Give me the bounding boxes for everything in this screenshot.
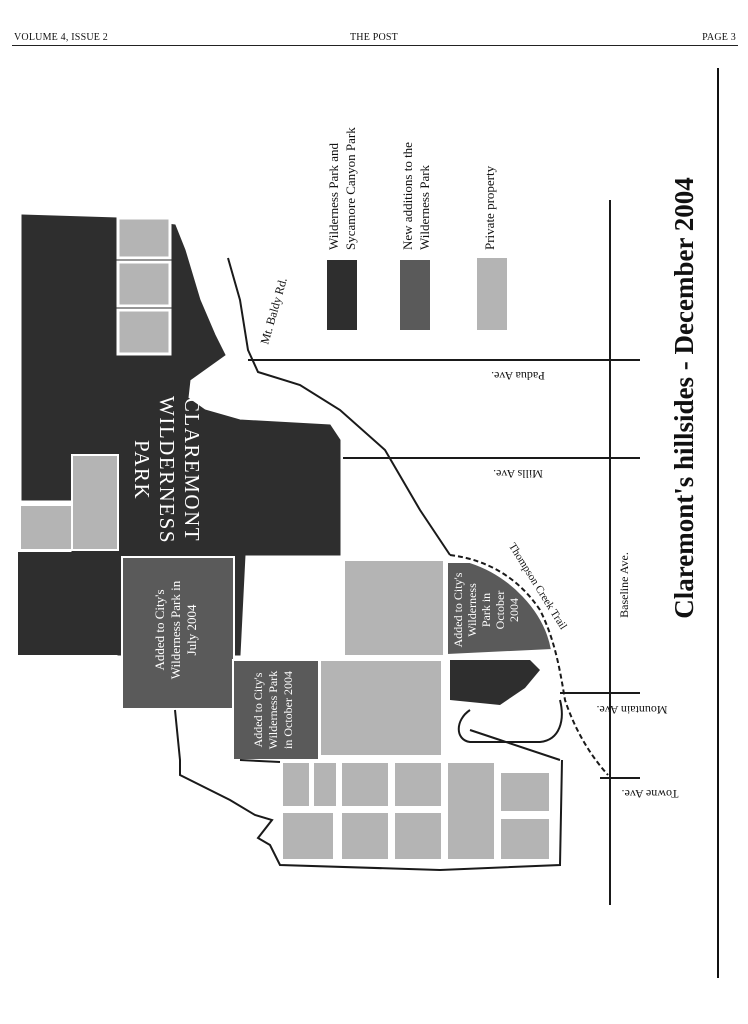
private-parcel xyxy=(116,308,172,356)
private-parcel xyxy=(71,454,119,551)
park-label: CLAREMONT WILDERNESS PARK xyxy=(130,396,204,544)
annotation-line: Wilderness Park xyxy=(266,671,280,750)
private-parcel xyxy=(340,761,390,808)
publication-name: THE POST xyxy=(350,32,398,43)
mt-baldy-road-label: Mt. Baldy Rd. xyxy=(257,276,289,346)
july-addition-area xyxy=(121,556,235,710)
mountain-ave-label: Mountain Ave. xyxy=(596,703,667,717)
private-parcel xyxy=(446,761,496,861)
annotation-line: in October 2004 xyxy=(281,671,295,749)
legend-label: Sycamore Canyon Park xyxy=(343,127,358,250)
annotation-line: Added to City's xyxy=(251,672,265,747)
park-label-line: WILDERNESS xyxy=(155,396,179,544)
october-addition-east-label: Added to City's Wilderness Park in Octob… xyxy=(451,572,521,647)
annotation-line: Wilderness xyxy=(465,583,479,637)
private-parcel xyxy=(343,559,445,657)
legend-label: Wilderness Park xyxy=(417,164,432,250)
legend-swatch-addition xyxy=(400,260,430,330)
annotation-line: Added to City's xyxy=(451,572,465,647)
legend-label: Wilderness Park and xyxy=(326,142,341,250)
wilderness-park-strip xyxy=(450,660,540,705)
private-parcel xyxy=(319,659,443,757)
page-number: PAGE 3 xyxy=(702,32,736,43)
private-parcel xyxy=(281,811,335,861)
header-rule xyxy=(12,45,738,46)
annotation-line: 2004 xyxy=(507,598,521,622)
road-lines xyxy=(227,200,640,905)
october-addition-east-area xyxy=(446,561,554,657)
issue-label: VOLUME 4, ISSUE 2 xyxy=(14,32,108,43)
private-parcel xyxy=(340,811,390,861)
mills-ave-label: Mills Ave. xyxy=(493,467,543,481)
baseline-ave-label: Baseline Ave. xyxy=(617,552,631,618)
annotation-line: July 2004 xyxy=(184,604,199,655)
mountain-ave-spur xyxy=(457,699,563,743)
annotation-line: Wilderness Park in xyxy=(168,580,183,679)
legend-swatch-private xyxy=(477,258,507,330)
boundary-lines xyxy=(174,709,563,872)
private-parcel xyxy=(393,761,443,808)
annotation-line: Added to City's xyxy=(152,589,167,670)
park-label-line: PARK xyxy=(130,440,154,500)
park-label-line: CLAREMONT xyxy=(180,398,204,542)
padua-ave-label: Padua Ave. xyxy=(491,369,545,383)
thompson-creek-trail-line xyxy=(449,554,609,776)
private-parcel xyxy=(281,761,311,808)
private-parcel xyxy=(116,260,172,308)
private-parcel xyxy=(19,504,73,551)
wilderness-park-southwest xyxy=(18,552,118,655)
annotation-line: October xyxy=(493,591,507,630)
private-parcel xyxy=(116,216,172,260)
private-parcel xyxy=(499,771,551,813)
towne-ave-label: Towne Ave. xyxy=(622,787,679,801)
map-title: Claremont's hillsides - December 2004 xyxy=(669,177,699,618)
annotation-line: Park in xyxy=(479,593,493,627)
legend-label: Private property xyxy=(482,165,497,250)
private-parcel xyxy=(393,811,443,861)
october-addition-west-label: Added to City's Wilderness Park in Octob… xyxy=(251,671,295,750)
july-addition-label: Added to City's Wilderness Park in July … xyxy=(152,580,199,679)
private-parcel xyxy=(312,761,338,808)
legend-swatch-park xyxy=(327,260,357,330)
private-parcel xyxy=(499,817,551,861)
mt-baldy-road-line xyxy=(227,257,451,556)
map-legend: Wilderness Park and Sycamore Canyon Park… xyxy=(326,127,507,330)
legend-label: New additions to the xyxy=(400,142,415,250)
